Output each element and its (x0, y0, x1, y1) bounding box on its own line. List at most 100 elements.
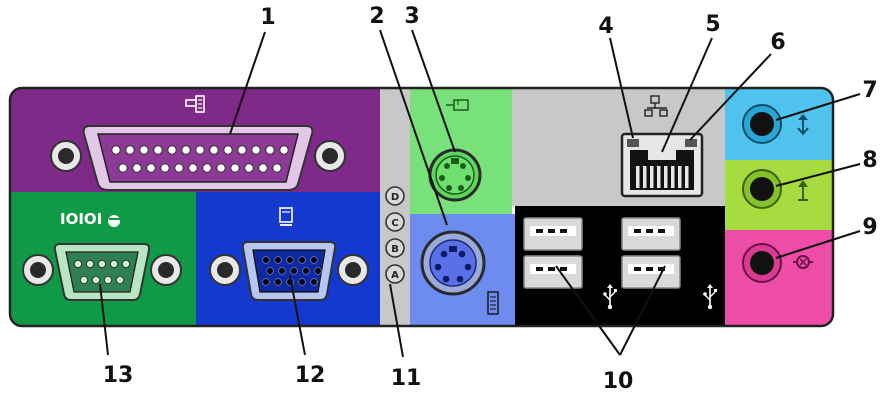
ps2-keyboard-pin (458, 250, 466, 258)
usb-port-1 (523, 217, 583, 251)
ps2-mouse-pin (444, 163, 450, 169)
network-pin (650, 166, 654, 188)
monitor-icon (279, 207, 293, 226)
svg-text:IOIOI: IOIOI (60, 210, 102, 228)
video-pins (262, 256, 322, 286)
parallel-pin (209, 145, 219, 155)
ps2-mouse-pin (465, 175, 471, 181)
parallel-pin (195, 145, 205, 155)
video-pin (310, 278, 318, 286)
callout-line-13 (99, 283, 109, 356)
parallel-pin (160, 163, 170, 173)
parallel-pin (244, 163, 254, 173)
serial-screw-left (22, 254, 54, 286)
usb-port-3 (621, 217, 681, 251)
ps2-mouse-key (451, 158, 459, 164)
video-pin (298, 278, 306, 286)
callout-1: 1 (260, 5, 275, 30)
serial-screw-right (150, 254, 182, 286)
usb-port-4 (621, 255, 681, 289)
diagnostic-light-letter: A (391, 270, 399, 281)
callout-line-10b (619, 265, 666, 356)
usb-port-2 (523, 255, 583, 289)
ps2-keyboard-pins (434, 246, 472, 283)
network-pin (671, 166, 675, 188)
network-pin (643, 166, 647, 188)
callout-lines (99, 29, 861, 358)
line-in-jack (742, 104, 809, 144)
ps2-keyboard-pin (440, 250, 448, 258)
ps2-keyboard-pin (464, 263, 472, 271)
network-connector (620, 95, 704, 198)
diagnostic-light-letter: B (391, 244, 399, 255)
callout-line-6 (689, 53, 772, 141)
network-icon (644, 95, 668, 117)
serial-pin (122, 259, 131, 268)
callout-line-11 (389, 283, 404, 358)
usb-icon (703, 284, 717, 310)
parallel-pin (272, 163, 282, 173)
mouse-icon (446, 99, 469, 111)
parallel-pin (153, 145, 163, 155)
parallel-pin (111, 145, 121, 155)
ps2-keyboard-connector (420, 230, 499, 315)
network-pin (678, 166, 682, 188)
video-pin (298, 256, 306, 264)
video-pin (302, 267, 310, 275)
serial-pin (116, 275, 125, 284)
ps2-keyboard-pin (442, 275, 450, 283)
ps2-mouse-pin (439, 175, 445, 181)
parallel-pin (174, 163, 184, 173)
network-pin (657, 166, 661, 188)
parallel-pin (202, 163, 212, 173)
parallel-connector (50, 95, 346, 191)
video-pin (262, 278, 270, 286)
parallel-pin (146, 163, 156, 173)
parallel-pin (139, 145, 149, 155)
parallel-pin (258, 163, 268, 173)
callout-line-9 (775, 230, 861, 259)
panel-outline (8, 86, 835, 328)
video-pin (314, 267, 322, 275)
callout-4: 4 (598, 14, 613, 39)
line-in-icon (797, 114, 809, 136)
parallel-pin (188, 163, 198, 173)
usb-icon (603, 284, 617, 310)
microphone-icon (793, 255, 813, 269)
callout-11: 11 (391, 366, 422, 391)
parallel-screw-right (314, 140, 346, 172)
chassis-strip (380, 88, 410, 326)
diagnostic-light (385, 264, 405, 284)
video-pin (310, 256, 318, 264)
diagnostic-light-letter: C (391, 218, 398, 229)
microphone-jack (742, 243, 813, 283)
callout-13: 13 (103, 363, 134, 388)
parallel-pin (223, 145, 233, 155)
parallel-pin (125, 145, 135, 155)
video-pin (262, 256, 270, 264)
keyboard-icon (487, 291, 499, 315)
serial-pin (98, 259, 107, 268)
parallel-pins (111, 145, 289, 173)
video-pin (274, 278, 282, 286)
callout-line-7 (775, 93, 861, 121)
video-pin (286, 256, 294, 264)
video-pin (278, 267, 286, 275)
diagnostic-light (385, 186, 405, 206)
serial-pins (74, 259, 131, 284)
video-pin (266, 267, 274, 275)
serial-pin (92, 275, 101, 284)
video-pin (290, 267, 298, 275)
callout-6: 6 (770, 30, 785, 55)
diagnostic-light (385, 238, 405, 258)
callout-line-1 (229, 31, 266, 135)
parallel-pin (251, 145, 261, 155)
serial-pin (80, 275, 89, 284)
network-led-left (627, 139, 639, 147)
network-pin (685, 166, 689, 188)
parallel-inner (97, 133, 299, 183)
ps2-keyboard-pin (456, 275, 464, 283)
callout-8: 8 (862, 148, 877, 173)
serial-pin (104, 275, 113, 284)
